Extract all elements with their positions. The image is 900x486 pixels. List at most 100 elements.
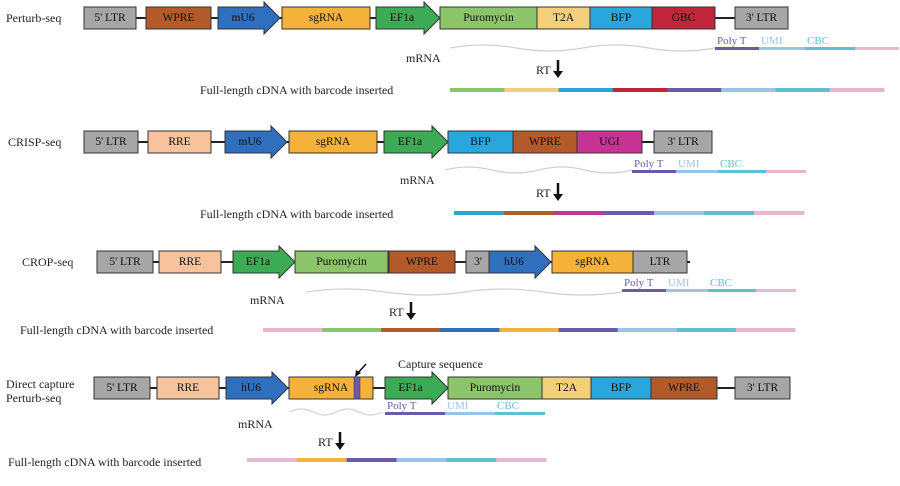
rt-arrow-head xyxy=(335,443,345,450)
element-box xyxy=(96,250,154,274)
element-label: 5' LTR xyxy=(106,382,138,394)
rt-arrow-head xyxy=(553,71,563,78)
umi-label: UMI xyxy=(678,158,700,170)
element-label: RRE xyxy=(179,256,201,268)
element-box xyxy=(93,376,151,400)
element-label: sgRNA xyxy=(316,136,351,148)
polyT-label: Poly T xyxy=(387,400,417,412)
cdna-segment xyxy=(346,458,397,462)
element-label: sgRNA xyxy=(309,12,344,24)
element-label: 3' LTR xyxy=(667,136,699,148)
element-box xyxy=(288,376,374,400)
element-label: BFP xyxy=(611,382,631,394)
element-label: WPRE xyxy=(163,12,195,24)
polyT-label: Poly T xyxy=(624,277,654,289)
cdna-segment xyxy=(440,328,500,332)
element-label: sgRNA xyxy=(575,256,610,268)
element-label: Puromycin xyxy=(463,12,514,24)
element-label: BFP xyxy=(470,136,490,148)
cdna-segment xyxy=(829,88,885,92)
element-label: T2A xyxy=(556,382,578,394)
cdna-segment xyxy=(704,211,755,215)
capture-sequence-label: Capture sequence xyxy=(398,357,483,371)
cdna-segment xyxy=(612,88,668,92)
element-label: WPRE xyxy=(529,136,561,148)
element-label: Puromycin xyxy=(470,382,521,394)
cdna-segment xyxy=(676,328,737,332)
element-box xyxy=(632,250,688,274)
element-label: 3' LTR xyxy=(747,382,779,394)
cdna-segment xyxy=(504,88,559,92)
rt-label: RT xyxy=(536,63,551,77)
cdna-segment xyxy=(496,458,547,462)
mrna-strand xyxy=(449,44,716,52)
element-label: 5' LTR xyxy=(95,136,127,148)
promoter-arrow xyxy=(488,244,552,280)
capture-segment-polyT xyxy=(632,170,676,173)
element-label: mU6 xyxy=(232,12,255,24)
row-title: CROP-seq xyxy=(22,255,73,269)
mrna-strand xyxy=(444,166,633,174)
element-box xyxy=(83,130,139,154)
element-box xyxy=(156,376,220,400)
element-box xyxy=(653,130,713,154)
capture-segment-tail xyxy=(766,170,806,173)
capture-segment-tail xyxy=(756,289,796,292)
promoter-arrow xyxy=(224,124,288,160)
cdna-segment xyxy=(247,458,298,462)
capture-pointer-head xyxy=(355,370,361,377)
element-box xyxy=(294,250,389,274)
row-title: CRISP-seq xyxy=(8,135,61,149)
cdna-label: Full-length cDNA with barcode inserted xyxy=(20,323,213,337)
cbc-label: CBC xyxy=(807,35,829,47)
cdna-segment xyxy=(754,211,805,215)
capture-segment-cbc xyxy=(708,289,756,292)
promoter-arrow xyxy=(217,0,281,36)
element-label: 3' xyxy=(474,256,482,268)
polyT-label: Poly T xyxy=(717,35,747,47)
promoter-arrow xyxy=(225,370,289,406)
cdna-segment xyxy=(322,328,382,332)
cdna-segment xyxy=(775,88,831,92)
rt-arrow-head xyxy=(553,194,563,201)
cdna-segment xyxy=(617,328,678,332)
cdna-segment xyxy=(654,211,705,215)
element-label: EF1a xyxy=(390,12,414,24)
cdna-label: Full-length cDNA with barcode inserted xyxy=(200,207,393,221)
element-box xyxy=(288,130,378,154)
cdna-segment xyxy=(504,211,555,215)
element-label: T2A xyxy=(553,12,575,24)
umi-label: UMI xyxy=(447,400,469,412)
cbc-label: CBC xyxy=(710,277,732,289)
element-label: Puromycin xyxy=(316,256,367,268)
mrna-strand xyxy=(289,408,383,416)
element-box xyxy=(388,250,456,274)
cdna-segment xyxy=(381,328,441,332)
mrna-label: mRNA xyxy=(400,173,435,187)
element-label: BFP xyxy=(611,12,631,24)
capture-segment-cbc xyxy=(805,47,855,50)
row-title: Direct capture xyxy=(6,377,74,391)
element-label: GBC xyxy=(672,12,696,24)
element-box xyxy=(145,6,212,30)
element-label: 5' LTR xyxy=(94,12,126,24)
cdna-segment xyxy=(558,88,614,92)
mrna-strand xyxy=(305,288,623,296)
umi-label: UMI xyxy=(668,277,690,289)
element-box xyxy=(734,376,791,400)
promoter-arrow xyxy=(232,244,296,280)
capture-segment-umi xyxy=(676,170,718,173)
cdna-segment xyxy=(446,458,497,462)
element-label: sgRNA xyxy=(314,382,349,394)
row-title: Perturb-seq xyxy=(6,391,61,405)
capture-segment-cbc xyxy=(495,412,545,415)
element-label: WPRE xyxy=(406,256,438,268)
cdna-segment xyxy=(296,458,348,462)
cdna-segment xyxy=(667,88,722,92)
capture-sequence-marker xyxy=(353,376,361,400)
cdna-segment xyxy=(396,458,447,462)
mrna-label: mRNA xyxy=(250,293,285,307)
promoter-arrow xyxy=(375,0,441,36)
element-box xyxy=(576,130,643,154)
rt-label: RT xyxy=(536,186,551,200)
